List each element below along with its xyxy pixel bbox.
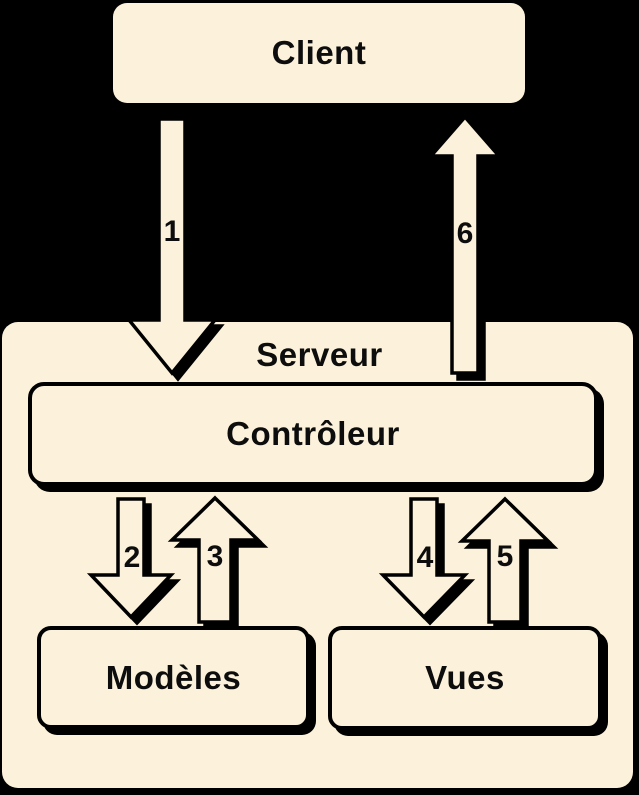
models-label: Modèles — [105, 658, 242, 696]
arrow-5-up-icon — [457, 496, 559, 630]
arrow-1-down-icon — [125, 117, 225, 382]
controller-box: Contrôleur — [28, 382, 598, 486]
arrow-6-number: 6 — [456, 217, 474, 250]
arrow-4-number: 4 — [416, 541, 434, 574]
controller-label: Contrôleur — [226, 415, 400, 452]
arrow-1-number: 1 — [163, 215, 181, 248]
views-box: Vues — [328, 626, 602, 730]
client-label: Client — [271, 34, 367, 71]
models-box: Modèles — [37, 626, 310, 729]
arrow-3-number: 3 — [206, 540, 224, 573]
arrow-5-number: 5 — [496, 540, 514, 573]
arrow-6-up-icon — [427, 114, 509, 381]
arrow-2-down-icon — [86, 497, 182, 626]
server-label: Serveur — [256, 336, 383, 373]
arrow-3-up-icon — [167, 495, 269, 630]
arrow-4-down-icon — [378, 497, 476, 626]
client-box: Client — [113, 3, 525, 103]
arrow-2-number: 2 — [123, 541, 141, 574]
views-label: Vues — [425, 659, 505, 696]
